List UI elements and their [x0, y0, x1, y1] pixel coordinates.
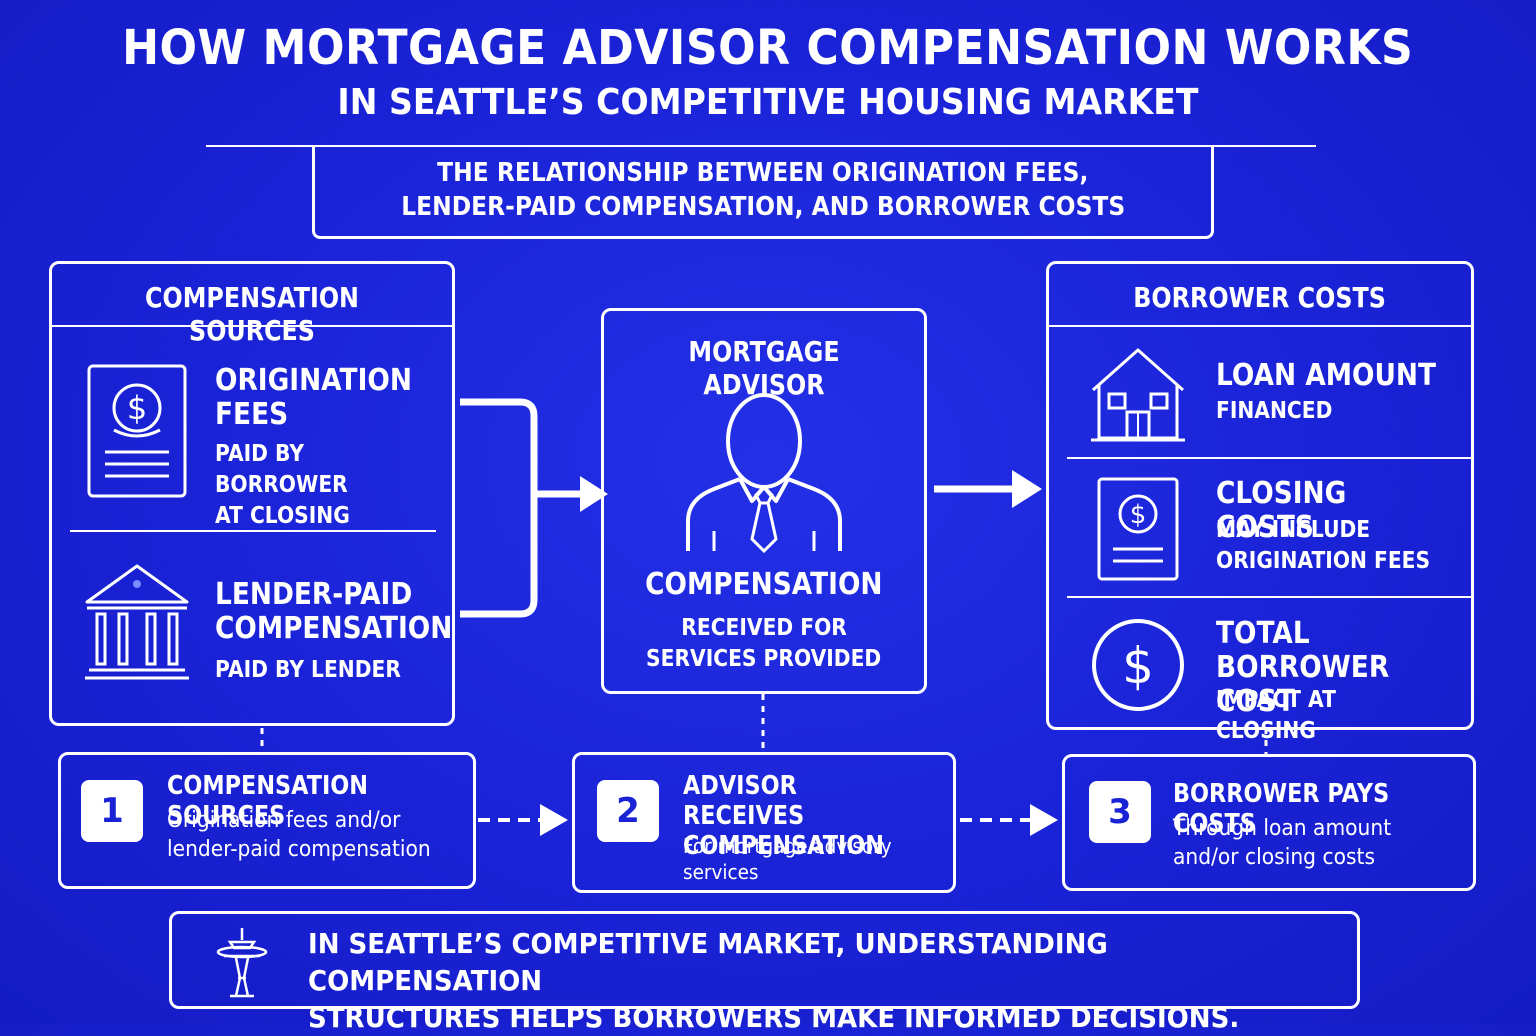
- svg-text:$: $: [1130, 500, 1147, 530]
- step-1-title: COMPENSATION SOURCES: [167, 771, 369, 831]
- total-borrower-cost-title: TOTAL BORROWER COST: [1216, 616, 1390, 719]
- step-3-title: BORROWER PAYS COSTS: [1173, 779, 1390, 839]
- step-3-box: 3 BORROWER PAYS COSTS Through loan amoun…: [1062, 754, 1476, 891]
- panel-header-divider: [49, 325, 455, 327]
- relationship-banner: THE RELATIONSHIP BETWEEN ORIGINATION FEE…: [312, 146, 1214, 239]
- step-1-text: Origination fees and/or lender-paid comp…: [167, 808, 431, 862]
- step-2-text: For mortgage advisory services: [683, 834, 892, 884]
- closing-costs-detail: MAY INCLUDE ORIGINATION FEES: [1216, 517, 1431, 574]
- compensation-sources-heading: COMPENSATION SOURCES: [145, 281, 359, 347]
- advisor-compensation-title: COMPENSATION: [645, 567, 883, 602]
- house-icon: [1091, 348, 1185, 442]
- origination-fees-title: ORIGINATION FEES: [215, 363, 412, 432]
- dollar-document-icon: $: [1097, 477, 1179, 581]
- step-1-box: 1 COMPENSATION SOURCES Origination fees …: [58, 752, 476, 889]
- title-divider: [206, 145, 1316, 147]
- borrower-costs-panel: BORROWER COSTS LOAN AMOUNT FINANCED $ CL…: [1046, 261, 1474, 744]
- step-1-number: 1: [81, 780, 143, 842]
- step-2-box: 2 ADVISOR RECEIVES COMPENSATION For mort…: [572, 752, 956, 893]
- costs-item-divider-2: [1067, 596, 1471, 598]
- page-subtitle: IN SEATTLE’S COMPETITIVE HOUSING MARKET: [337, 82, 1199, 123]
- lender-paid-title: LENDER-PAID COMPENSATION: [215, 577, 453, 646]
- loan-amount-title: LOAN AMOUNT: [1216, 358, 1437, 393]
- svg-text:$: $: [1122, 637, 1154, 695]
- loan-amount-detail: FINANCED: [1216, 398, 1333, 424]
- sources-item-divider: [70, 530, 436, 532]
- space-needle-icon: [216, 928, 268, 998]
- step-3-text: Through loan amount and/or closing costs: [1173, 816, 1392, 870]
- origination-fees-detail: PAID BY BORROWER AT CLOSING: [215, 441, 350, 529]
- total-borrower-cost-detail: IMPACT AT CLOSING: [1216, 687, 1336, 744]
- footer-note-box: IN SEATTLE’S COMPETITIVE MARKET, UNDERST…: [169, 911, 1360, 1034]
- bank-icon: [85, 564, 189, 680]
- costs-item-divider-1: [1067, 457, 1471, 459]
- page-title: HOW MORTGAGE ADVISOR COMPENSATION WORKS: [122, 20, 1414, 76]
- banner-line-2: LENDER-PAID COMPENSATION, AND BORROWER C…: [400, 192, 1126, 222]
- step-3-number: 3: [1089, 781, 1151, 843]
- advisor-person-icon: [686, 393, 842, 554]
- compensation-sources-panel: COMPENSATION SOURCES $ ORIGINATION FEES …: [49, 261, 455, 726]
- panel-header-divider: [1046, 325, 1474, 327]
- mortgage-advisor-panel: MORTGAGE ADVISOR COMPENSATION RECEIVED F…: [601, 308, 927, 694]
- mortgage-advisor-heading: MORTGAGE ADVISOR: [688, 335, 840, 401]
- footer-note-text: IN SEATTLE’S COMPETITIVE MARKET, UNDERST…: [308, 927, 1240, 1034]
- step-2-number: 2: [597, 780, 659, 842]
- lender-paid-detail: PAID BY LENDER: [215, 657, 401, 683]
- borrower-costs-heading: BORROWER COSTS: [1133, 281, 1387, 314]
- dollar-circle-icon: $: [1092, 619, 1184, 711]
- advisor-compensation-detail: RECEIVED FOR SERVICES PROVIDED: [646, 615, 882, 672]
- step-2-title: ADVISOR RECEIVES COMPENSATION: [683, 771, 885, 861]
- closing-costs-title: CLOSING COSTS: [1216, 476, 1347, 545]
- banner-line-1: THE RELATIONSHIP BETWEEN ORIGINATION FEE…: [437, 158, 1089, 188]
- svg-text:$: $: [127, 389, 147, 427]
- dollar-document-icon: $: [87, 364, 187, 498]
